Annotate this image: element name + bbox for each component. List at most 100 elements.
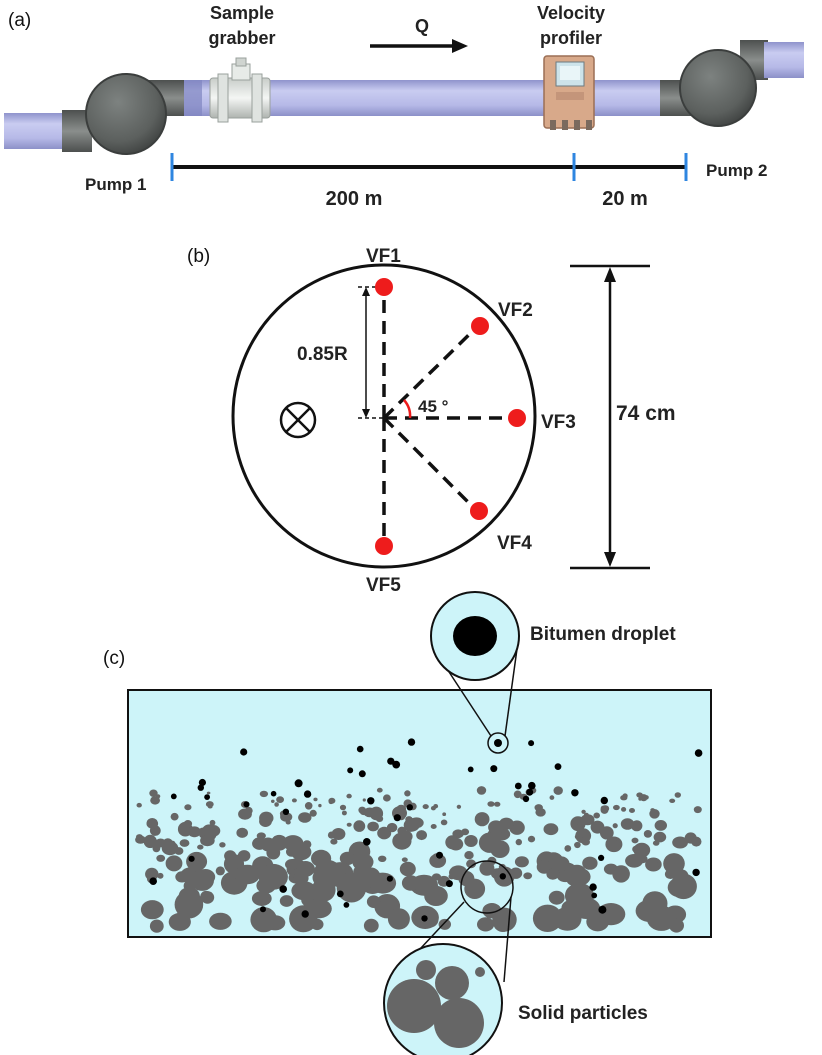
- solid-particle: [266, 846, 281, 860]
- solid-particle: [564, 845, 572, 852]
- outlet-pipe: [764, 42, 804, 78]
- solid-particle: [553, 856, 570, 871]
- solid-particle: [653, 831, 667, 843]
- label-vf5: VF5: [366, 575, 401, 596]
- solid-particle: [184, 804, 192, 811]
- bitumen-droplet: [528, 740, 535, 747]
- solid-particle: [669, 798, 676, 803]
- solid-particle: [392, 832, 412, 850]
- solid-particle: [642, 891, 668, 916]
- solid-particle: [476, 786, 487, 795]
- bitumen-highlight-circle: [487, 732, 509, 754]
- bitumen-droplet: [301, 910, 309, 918]
- solid-particle: [386, 822, 398, 833]
- solid-particle: [149, 789, 158, 797]
- solid-particle: [279, 895, 294, 907]
- sample-grabber-label-2: grabber: [208, 28, 275, 48]
- bitumen-droplet: [591, 892, 598, 899]
- solid-particle: [311, 877, 336, 902]
- radius-dimension: [358, 286, 386, 419]
- solid-particle: [474, 812, 490, 827]
- solid-particle: [600, 805, 606, 811]
- bitumen-droplet: [490, 765, 498, 773]
- bitumen-droplet: [526, 788, 534, 796]
- solid-particle: [174, 890, 204, 919]
- solid-particle: [136, 802, 142, 808]
- bitumen-droplet: [260, 906, 266, 913]
- solid-particle: [152, 844, 161, 853]
- bitumen-droplet: [386, 875, 393, 882]
- flow-into-page-icon: [279, 401, 317, 439]
- distance-20-label: 20 m: [602, 188, 648, 210]
- solid-particle: [620, 795, 628, 801]
- solid-particle: [399, 861, 416, 877]
- solid-particle: [646, 859, 659, 871]
- solid-particle: [553, 786, 563, 795]
- solid-particle: [612, 865, 630, 883]
- bitumen-droplet: [367, 797, 375, 805]
- solid-particle: [672, 836, 688, 849]
- bitumen-droplet: [363, 838, 371, 846]
- pump2-body: [679, 49, 757, 127]
- solid-particle: [274, 802, 279, 807]
- solid-particle: [666, 859, 677, 867]
- solid-particle: [513, 790, 522, 799]
- solid-particle: [422, 804, 429, 810]
- solid-particles-layer: [135, 786, 702, 933]
- solids-highlight-circle: [460, 860, 514, 914]
- solid-particle: [430, 806, 436, 811]
- radius-label: 0.85R: [297, 344, 348, 365]
- slurry-section: [127, 689, 712, 938]
- solid-particle: [574, 841, 581, 849]
- solid-particle: [543, 823, 559, 836]
- solid-particle: [313, 797, 318, 802]
- solids-label: Solid particles: [518, 1003, 648, 1024]
- solid-particle: [566, 874, 583, 886]
- point-vf1: [375, 278, 393, 296]
- solid-particle: [271, 799, 275, 803]
- solids-callout: [383, 860, 514, 1055]
- solid-particle: [536, 860, 552, 874]
- solid-particle: [549, 795, 555, 800]
- solid-particle: [664, 869, 677, 879]
- solid-particle: [143, 834, 157, 849]
- solid-particle: [515, 838, 522, 846]
- solid-particle: [135, 835, 146, 844]
- sample-grabber-label-1: Sample: [210, 3, 274, 23]
- solid-particle: [234, 864, 261, 885]
- solids-zoom-particle-medium: [434, 998, 484, 1048]
- bitumen-droplet: [589, 883, 597, 891]
- solid-particle: [251, 891, 272, 906]
- solid-particle: [691, 836, 702, 847]
- bitumen-droplet: [514, 782, 522, 790]
- solid-particle: [290, 843, 312, 861]
- solid-particle: [609, 839, 620, 850]
- solid-particle: [599, 826, 614, 840]
- solid-particle: [378, 855, 387, 862]
- solid-particle: [404, 818, 420, 832]
- bitumen-droplet: [343, 902, 350, 908]
- bitumen-droplet: [282, 808, 290, 815]
- solid-particle: [620, 818, 635, 830]
- solid-particle: [276, 796, 284, 803]
- solid-particle: [219, 842, 226, 848]
- diameter-label: 74 cm: [616, 402, 676, 425]
- solid-particle: [291, 798, 297, 803]
- solid-particle: [285, 859, 299, 870]
- bitumen-droplet: [692, 868, 700, 877]
- solid-particle: [259, 856, 266, 862]
- bitumen-droplet: [356, 745, 364, 753]
- diameter-dimension: [570, 264, 650, 570]
- solid-particle: [387, 908, 410, 930]
- solid-particle: [456, 804, 462, 809]
- line-vf2: [382, 320, 484, 420]
- solid-particle: [654, 820, 667, 831]
- solid-particle: [440, 819, 448, 826]
- solid-particle: [631, 820, 643, 832]
- bitumen-droplet: [393, 814, 401, 822]
- solids-zoom-particle-upper: [435, 966, 469, 1000]
- solid-particle: [330, 838, 338, 845]
- solid-particle: [327, 831, 336, 839]
- solid-particle: [632, 845, 640, 853]
- solid-particle: [200, 890, 212, 902]
